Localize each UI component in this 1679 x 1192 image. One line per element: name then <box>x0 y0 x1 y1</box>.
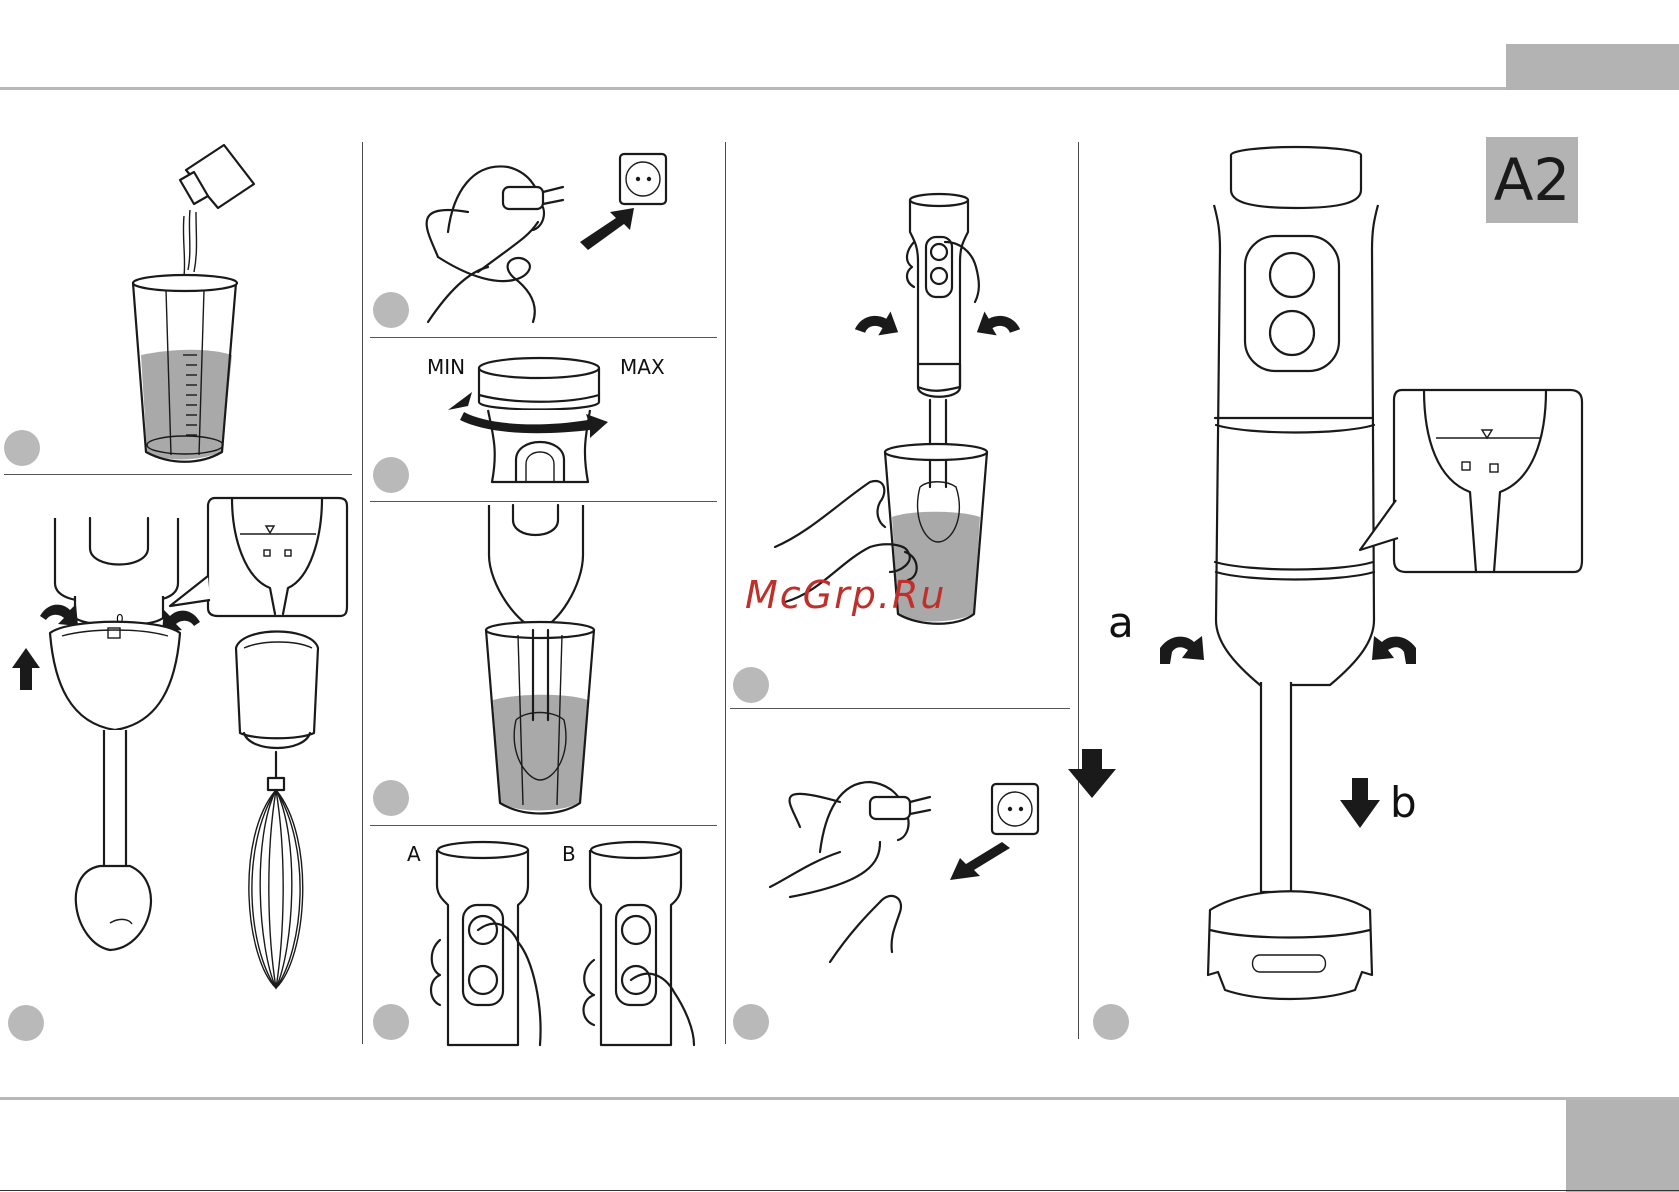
speed-min-label: MIN <box>427 355 465 379</box>
button-choice-illustration <box>368 830 723 1045</box>
speed-max-label: MAX <box>620 355 665 379</box>
panel-divider-col2-a <box>370 337 717 338</box>
blender-in-beaker-illustration <box>368 505 723 820</box>
column-divider-1 <box>362 142 363 1044</box>
speed-dial-illustration <box>368 340 723 490</box>
button-option-a-label: A <box>407 842 421 866</box>
detach-shaft-illustration <box>1080 140 1640 1070</box>
header-rule <box>0 87 1679 90</box>
column-divider-3 <box>1078 142 1079 1039</box>
watermark-text: McGrp.Ru <box>745 573 946 617</box>
bottom-rule <box>0 1190 1679 1191</box>
panel-divider-col1 <box>4 474 352 475</box>
button-option-b-label: B <box>562 842 576 866</box>
operating-blender-illustration <box>730 142 1075 702</box>
footer-tab <box>1566 1100 1679 1192</box>
detach-step-a-label: a <box>1108 598 1134 647</box>
panel-divider-col2-b <box>370 501 717 502</box>
plug-in-illustration <box>368 142 723 332</box>
column-divider-2 <box>725 142 726 1044</box>
unplug-illustration <box>730 712 1075 1002</box>
detach-step-b-label: b <box>1390 778 1417 827</box>
down-arrow-icon <box>1340 778 1380 828</box>
step-marker <box>733 1004 769 1040</box>
header-tab <box>1506 44 1679 90</box>
footer-rule <box>0 1097 1679 1100</box>
attach-accessories-illustration: 0 <box>0 478 360 1038</box>
panel-divider-col2-c <box>370 825 717 826</box>
panel-divider-col3 <box>730 708 1070 709</box>
pouring-beaker-illustration <box>0 140 360 470</box>
